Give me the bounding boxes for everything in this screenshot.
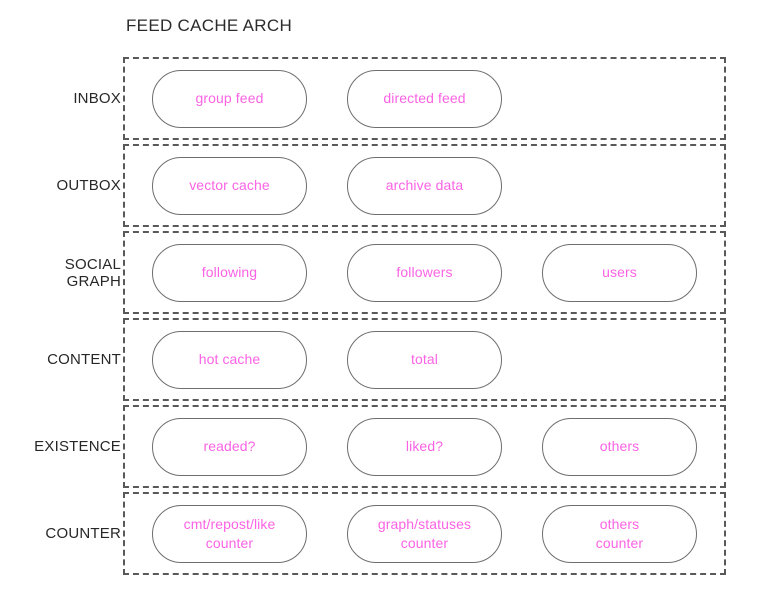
cache-node-label: hot cache [198, 351, 261, 367]
row-label: EXISTENCE [34, 438, 121, 455]
cache-node-label: vector cache [189, 177, 270, 193]
diagram-row: EXISTENCE readed? liked? others [0, 405, 781, 488]
row-label: INBOX [73, 90, 121, 107]
cache-node-label: graph/statuses counter [377, 515, 472, 551]
cache-node[interactable]: cmt/repost/like counter [152, 504, 307, 563]
cache-node[interactable]: readed? [152, 417, 307, 476]
diagram-row: OUTBOX vector cache archive data [0, 144, 781, 227]
cache-node-label: liked? [405, 438, 444, 454]
cache-node[interactable]: others [542, 417, 697, 476]
cache-node[interactable]: archive data [347, 156, 502, 215]
cache-node[interactable]: total [347, 330, 502, 389]
row-items: group feed directed feed [123, 57, 542, 140]
cache-node-label: archive data [385, 177, 464, 193]
cache-node-label: directed feed [383, 90, 466, 106]
cache-node-label: cmt/repost/like counter [183, 515, 276, 551]
row-items: following followers users [123, 231, 737, 314]
row-label: CONTENT [47, 351, 121, 368]
row-items: hot cache total [123, 318, 542, 401]
cache-node[interactable]: liked? [347, 417, 502, 476]
diagram-row: INBOX group feed directed feed [0, 57, 781, 140]
cache-node[interactable]: users [542, 243, 697, 302]
cache-node-label: group feed [195, 90, 264, 106]
row-label: SOCIAL GRAPH [64, 255, 121, 290]
cache-node-label: readed? [203, 438, 256, 454]
cache-node[interactable]: hot cache [152, 330, 307, 389]
diagram-row: SOCIAL GRAPH following followers users [0, 231, 781, 314]
row-items: readed? liked? others [123, 405, 737, 488]
page-title: FEED CACHE ARCH [126, 16, 293, 35]
row-label: COUNTER [45, 525, 121, 542]
cache-node-label: others counter [595, 515, 644, 551]
cache-node-label: others [599, 438, 640, 454]
cache-node[interactable]: following [152, 243, 307, 302]
cache-node[interactable]: group feed [152, 69, 307, 128]
cache-node[interactable]: directed feed [347, 69, 502, 128]
row-label: OUTBOX [56, 177, 121, 194]
diagram-row: COUNTER cmt/repost/like counter graph/stat… [0, 492, 781, 575]
row-items: cmt/repost/like counter graph/statuses co… [123, 492, 737, 575]
cache-node-label: total [411, 351, 438, 367]
cache-node-label: following [201, 264, 258, 280]
diagram-row: CONTENT hot cache total [0, 318, 781, 401]
cache-node-label: users [602, 264, 637, 280]
cache-node[interactable]: graph/statuses counter [347, 504, 502, 563]
cache-node[interactable]: followers [347, 243, 502, 302]
row-items: vector cache archive data [123, 144, 542, 227]
cache-node-label: followers [396, 264, 453, 280]
cache-node[interactable]: vector cache [152, 156, 307, 215]
cache-node[interactable]: others counter [542, 504, 697, 563]
